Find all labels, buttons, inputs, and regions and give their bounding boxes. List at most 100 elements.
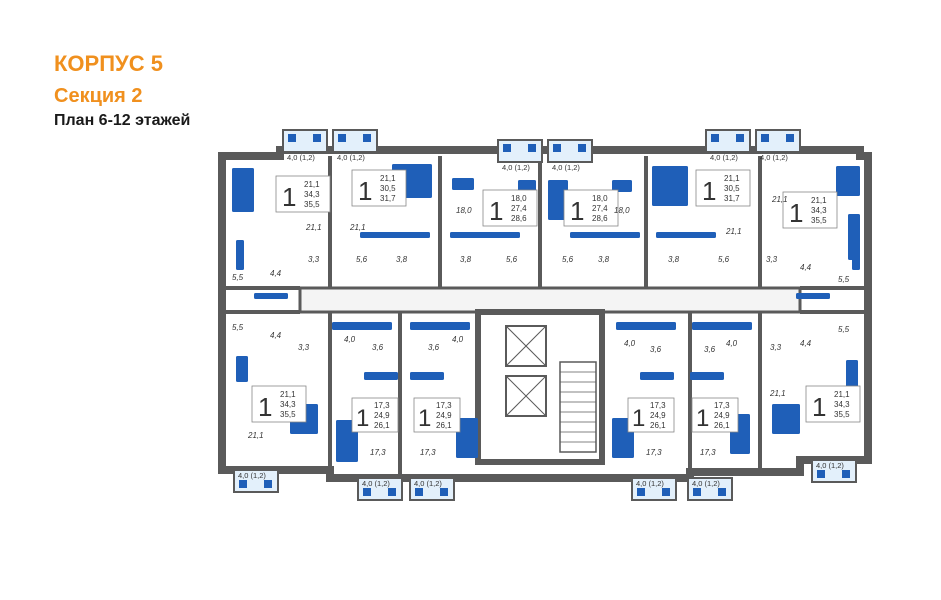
balcony: 4,0 (1,2) [755, 129, 801, 162]
balconies: 4,0 (1,2) 4,0 (1,2) 4,0 (1,2) 4,0 (1,2) 4,0 … [233, 129, 857, 501]
balcony: 4,0 (1,2) [409, 477, 455, 501]
furniture-item [852, 240, 860, 270]
room-area: 5,5 [838, 325, 850, 334]
balcony: 4,0 (1,2) [687, 477, 733, 501]
apartment-total-area: 34,3 [811, 206, 827, 215]
apartment-living-area: 17,3 [374, 401, 390, 410]
apartment-total-area: 34,3 [834, 400, 850, 409]
apartment-info-8: 1 17,3 24,9 26,1 [351, 397, 399, 433]
room-area: 5,5 [838, 275, 850, 284]
room-area: 21,1 [769, 389, 786, 398]
room-area: 3,3 [308, 255, 320, 264]
apartment-rooms: 1 [570, 196, 584, 226]
furniture-item [640, 372, 674, 380]
apartment-total-with-balcony: 28,6 [511, 214, 527, 223]
apartment-info-4: 1 18,0 27,4 28,6 [563, 189, 619, 227]
building-title: КОРПУС 5 [54, 51, 163, 76]
balcony-area-label: 4,0 (1,2) [337, 153, 365, 162]
apartment-info-7: 1 21,1 34,3 35,5 [251, 385, 307, 423]
apartment-total-with-balcony: 26,1 [436, 421, 452, 430]
balcony: 4,0 (1,2) [233, 469, 279, 493]
apartment-living-area: 17,3 [436, 401, 452, 410]
room-area: 4,0 [452, 335, 464, 344]
room-area: 3,3 [770, 343, 782, 352]
furniture-item [450, 232, 520, 238]
apartment-total-area: 24,9 [714, 411, 730, 420]
balcony-area-label: 4,0 (1,2) [552, 163, 580, 172]
apartment-living-area: 21,1 [380, 174, 396, 183]
apartment-info-12: 1 21,1 34,3 35,5 [805, 385, 861, 423]
apartment-living-area: 17,3 [650, 401, 666, 410]
corridor [298, 286, 802, 314]
furniture-item [236, 356, 248, 382]
furniture-item [836, 166, 860, 196]
apartment-total-area: 30,5 [380, 184, 396, 193]
room-area: 17,3 [420, 448, 436, 457]
balcony-area-label: 4,0 (1,2) [816, 461, 844, 470]
room-area: 17,3 [370, 448, 386, 457]
room-area: 3,6 [650, 345, 662, 354]
apartment-total-with-balcony: 35,5 [280, 410, 296, 419]
room-area: 21,1 [247, 431, 264, 440]
balcony-area-label: 4,0 (1,2) [287, 153, 315, 162]
apartment-rooms: 1 [358, 176, 372, 206]
room-area: 21,1 [725, 227, 742, 236]
furniture-item [452, 178, 474, 190]
apartment-rooms: 1 [489, 196, 503, 226]
furniture-item [612, 180, 632, 192]
balcony-area-label: 4,0 (1,2) [710, 153, 738, 162]
room-area: 5,6 [718, 255, 730, 264]
furniture-item [796, 293, 830, 299]
apartment-total-area: 34,3 [304, 190, 320, 199]
section-title: Секция 2 [54, 85, 143, 107]
apartment-info-11: 1 17,3 24,9 26,1 [691, 397, 739, 433]
apartment-total-area: 24,9 [374, 411, 390, 420]
apartment-info-6: 1 21,1 34,3 35,5 [782, 191, 838, 229]
apartment-rooms: 1 [258, 392, 272, 422]
room-area: 3,8 [598, 255, 610, 264]
balcony-area-label: 4,0 (1,2) [414, 479, 442, 488]
room-area: 3,6 [428, 343, 440, 352]
furniture-item [410, 372, 444, 380]
room-area: 4,0 [624, 339, 636, 348]
apartment-info-5: 1 21,1 30,5 31,7 [695, 169, 751, 207]
furniture-item [616, 322, 676, 330]
furniture-item [690, 372, 724, 380]
apartment-total-with-balcony: 31,7 [724, 194, 740, 203]
room-area: 5,6 [356, 255, 368, 264]
balcony: 4,0 (1,2) [332, 129, 378, 162]
balcony: 4,0 (1,2) [497, 139, 543, 172]
room-area: 4,4 [270, 269, 282, 278]
furniture-item [410, 322, 470, 330]
apartment-living-area: 21,1 [280, 390, 296, 399]
room-area: 17,3 [700, 448, 716, 457]
furniture-item [232, 168, 254, 212]
apartment-total-with-balcony: 26,1 [374, 421, 390, 430]
room-area: 18,0 [614, 206, 630, 215]
balcony-area-label: 4,0 (1,2) [692, 479, 720, 488]
room-area: 4,4 [270, 331, 282, 340]
apartment-living-area: 17,3 [714, 401, 730, 410]
room-area: 3,8 [460, 255, 472, 264]
apartment-rooms: 1 [789, 198, 803, 228]
stair-elevator-core [475, 309, 605, 465]
room-area: 4,4 [800, 263, 812, 272]
apartment-total-area: 27,4 [511, 204, 527, 213]
apartment-info-9: 1 17,3 24,9 26,1 [413, 397, 461, 433]
apartment-info-3: 1 18,0 27,4 28,6 [482, 189, 538, 227]
balcony-area-label: 4,0 (1,2) [760, 153, 788, 162]
furniture-item [456, 418, 478, 458]
furniture-item [656, 232, 716, 238]
apartment-total-area: 30,5 [724, 184, 740, 193]
room-area: 4,4 [800, 339, 812, 348]
apartment-total-area: 34,3 [280, 400, 296, 409]
apartment-rooms: 1 [696, 405, 709, 432]
furniture-item [236, 240, 244, 270]
apartment-living-area: 21,1 [304, 180, 320, 189]
apartment-rooms: 1 [632, 405, 645, 432]
apartment-total-with-balcony: 35,5 [304, 200, 320, 209]
apartment-rooms: 1 [418, 405, 431, 432]
apartment-total-with-balcony: 35,5 [811, 216, 827, 225]
furniture-item [364, 372, 398, 380]
